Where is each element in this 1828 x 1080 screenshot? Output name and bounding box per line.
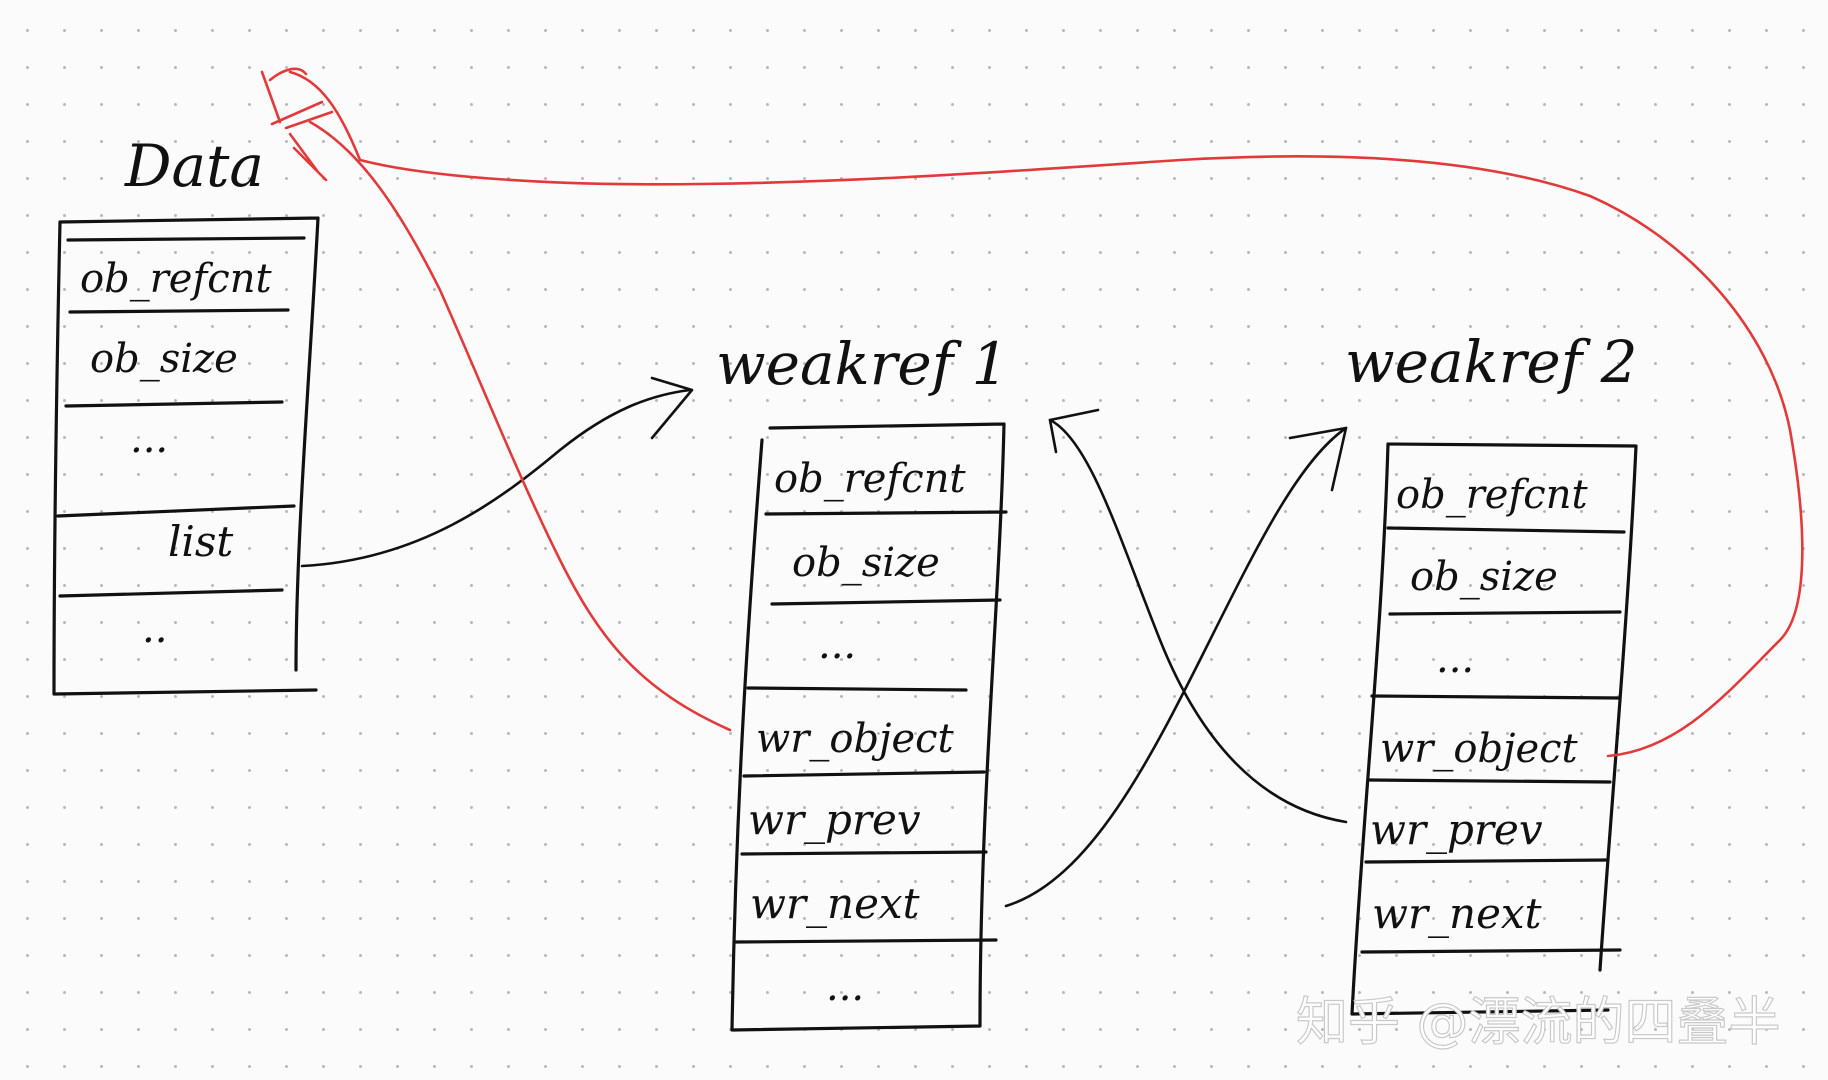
- watermark-text: 知乎 @漂流的四叠半: [1296, 993, 1781, 1053]
- weakref2-field-ob-refcnt: ob_refcnt: [1396, 472, 1588, 518]
- weakref1-field-wr-next: wr_next: [750, 879, 920, 928]
- weakref1-field-ob-size: ob_size: [792, 540, 940, 586]
- weakref2-box: weakref 2 ob_refcnt ob_size ... wr_objec…: [1345, 328, 1638, 1016]
- red-arrowhead-scribble: [260, 67, 334, 182]
- data-field-ellipsis-2: ..: [142, 606, 167, 652]
- weakref1-field-wr-prev: wr_prev: [748, 795, 921, 844]
- weakref1-box: weakref 1 ob_refcnt ob_size ... wr_objec…: [716, 330, 1009, 1032]
- arrow-list-to-weakref1: [300, 376, 694, 568]
- weakref2-field-ob-size: ob_size: [1410, 554, 1558, 600]
- data-field-ob-refcnt: ob_refcnt: [80, 256, 272, 302]
- weakref1-title: weakref 1: [716, 330, 1009, 398]
- data-title: Data: [124, 132, 264, 200]
- weakref1-field-ellipsis-2: ...: [826, 964, 864, 1010]
- weakref2-field-wr-prev: wr_prev: [1370, 805, 1543, 854]
- weakref2-title: weakref 2: [1345, 328, 1638, 396]
- weakref2-field-wr-next: wr_next: [1372, 889, 1542, 938]
- arrow-wr-prev-to-weakref1: [1048, 408, 1348, 824]
- data-field-ob-size: ob_size: [90, 336, 238, 382]
- weakref2-field-ellipsis: ...: [1436, 636, 1474, 682]
- weakref1-field-ellipsis-1: ...: [818, 622, 856, 668]
- arrow-wr-object1-to-data: [308, 120, 732, 732]
- weakref1-field-wr-object: wr_object: [756, 716, 955, 762]
- arrow-wr-object2-to-data: [288, 70, 1804, 758]
- data-field-ellipsis-1: ...: [130, 416, 168, 462]
- weakref2-field-wr-object: wr_object: [1380, 726, 1579, 772]
- arrow-wr-next-to-weakref2: [1004, 426, 1348, 908]
- data-object-box: Data ob_refcnt ob_size ... list ..: [52, 132, 320, 696]
- data-field-list: list: [168, 517, 233, 566]
- weakref1-field-ob-refcnt: ob_refcnt: [774, 456, 966, 502]
